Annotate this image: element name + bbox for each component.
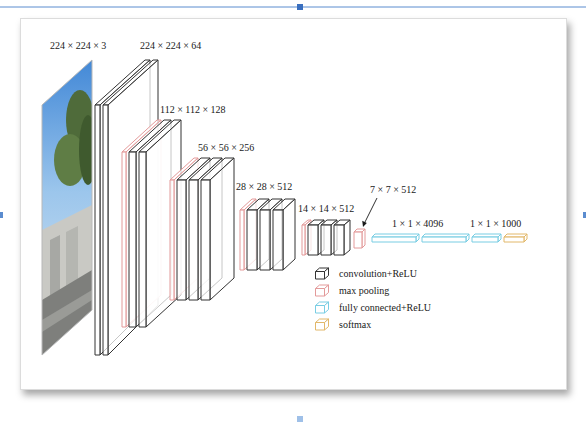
legend-swatch-face [316,306,325,314]
conv-block-part [308,225,318,255]
conv-block-part [257,199,269,270]
legend: convolution+ReLU max pooling fully connect… [314,265,431,333]
selection-frame [0,4,586,422]
pool-block [354,229,365,248]
conv-block-part [344,220,350,255]
pool-block-part [122,152,126,327]
legend-swatch-face [325,268,329,279]
legend-swatch [314,284,330,297]
pool-block-part [244,199,256,270]
legend-text: convolution+ReLU [339,268,417,280]
conv-block-part [334,225,344,255]
dimension-label: 14 × 14 × 512 [298,203,354,215]
selection-frame-part [297,4,303,10]
legend-text: softmax [339,319,371,331]
fc-block-part [422,237,466,242]
legend-row: softmax [314,316,431,333]
conv-block-part [210,158,234,300]
selection-frame-part [0,7,586,8]
legend-swatch-face [316,289,325,297]
legend-row: convolution+ReLU [314,265,431,282]
pool-block-part [302,225,305,255]
conv-block [273,199,295,270]
legend-text: max pooling [339,285,389,297]
selection-frame-part [0,212,3,218]
dimension-label: 56 × 56 × 256 [198,142,254,154]
input-photo-part [40,55,96,360]
input-photo-part [42,270,92,360]
conv-block-part [95,105,100,355]
fc-block [472,234,501,242]
legend-swatch-face [316,323,325,331]
conv-block-part [283,199,295,270]
conv-block-part [129,152,136,327]
dimension-label: 1 × 1 × 1000 [470,218,521,230]
conv-block-part [139,152,146,327]
selection-frame-part [583,212,586,218]
pointer-arrow [362,198,377,227]
softmax-block-part [504,237,524,242]
conv-block-part [247,210,257,270]
conv-block-part [260,210,270,270]
legend-swatch [314,318,330,331]
dimension-label: 224 × 224 × 64 [140,40,201,52]
legend-swatch-face [316,272,325,280]
conv-block-part [189,180,198,300]
dimension-label: 7 × 7 × 512 [370,184,416,196]
fc-block-part [472,237,498,242]
legend-swatch-face [325,302,329,313]
conv-block [201,158,234,300]
conv-block-part [273,210,283,270]
conv-block [334,220,350,255]
conv-block-part [321,225,331,255]
legend-swatch-face [325,319,329,330]
softmax-block [504,234,527,242]
dimension-label: 224 × 224 × 3 [50,40,106,52]
conv-block-part [177,180,186,300]
fc-block [422,234,469,242]
legend-swatch [314,267,330,280]
pool-block-part [170,180,174,300]
pool-block [240,199,256,270]
conv-block-part [270,199,282,270]
pool-block-part [240,210,244,270]
dimension-label: 112 × 112 × 128 [160,104,226,116]
input-photo-part [79,115,97,185]
legend-swatch [314,301,330,314]
dimension-label: 1 × 1 × 4096 [392,218,443,230]
legend-swatch-face [325,285,329,296]
conv-block-part [103,105,108,355]
pointer-arrow-part [362,221,367,227]
legend-row: max pooling [314,282,431,299]
selection-frame-part [297,416,303,422]
input-photo-part [42,290,92,332]
fc-block [372,234,419,242]
pointer-arrow-part [365,198,378,223]
dimension-label: 28 × 28 × 512 [236,181,292,193]
pool-block-part [354,232,362,248]
conv-block [260,199,282,270]
fc-block-part [372,237,416,242]
legend-row: fully connected+ReLU [314,299,431,316]
conv-block [247,199,269,270]
legend-text: fully connected+ReLU [339,302,431,314]
input-photo [40,55,97,360]
input-photo-border [42,60,92,355]
conv-block-part [201,180,210,300]
